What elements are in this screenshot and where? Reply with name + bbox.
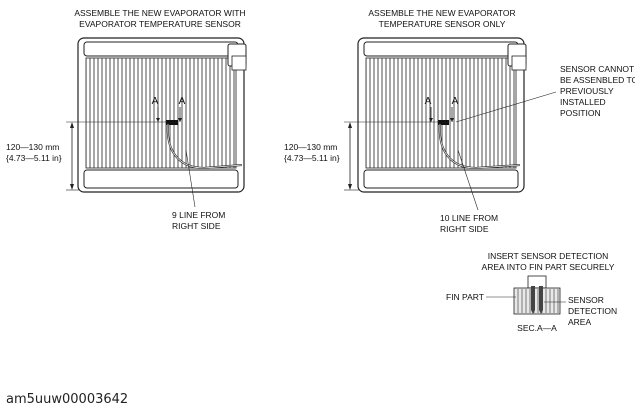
right-section-arrow-2	[450, 118, 454, 122]
detail-probe-tip-1	[531, 310, 535, 314]
right-pipe-flange	[511, 55, 527, 71]
right-warning-line5: POSITION	[560, 108, 601, 118]
figure-code: am5uuw00003642	[6, 392, 129, 407]
left-title-line2: EVAPORATOR TEMPERATURE SENSOR	[79, 19, 241, 29]
right-title-line1: ASSEMBLE THE NEW EVAPORATOR	[368, 8, 515, 18]
detail-title-line1: INSERT SENSOR DETECTION	[488, 251, 609, 261]
right-title-line2: TEMPERATURE SENSOR ONLY	[379, 19, 506, 29]
detail-fin-label: FIN PART	[446, 292, 484, 302]
left-dimension-in: {4.73—5.11 in}	[6, 153, 62, 163]
left-callout-line1: 9 LINE FROM	[172, 210, 225, 220]
right-section-mark-a1: A	[425, 96, 432, 107]
detail-sensor-line1: SENSOR	[568, 295, 604, 305]
right-warning-line3: PREVIOUSLY	[560, 86, 614, 96]
left-bottom-tank	[83, 169, 239, 189]
detail-sensor-line2: DETECTION	[568, 306, 617, 316]
left-section-arrow-1	[156, 118, 160, 122]
right-section-mark-a2: A	[452, 96, 459, 107]
evaporator-diagram: ASSEMBLE THE NEW EVAPORATOR WITH EVAPORA…	[6, 8, 635, 333]
detail-sensor-probe-2	[539, 286, 543, 310]
left-dimension-arrow-bottom	[70, 184, 74, 190]
right-dimension-mm: 120—130 mm	[284, 142, 337, 152]
left-sensor	[166, 120, 178, 125]
detail-sensor-probe-1	[531, 286, 535, 310]
left-dimension-mm: 120—130 mm	[6, 142, 59, 152]
right-dimension-arrow-top	[348, 122, 352, 128]
left-callout-line2: RIGHT SIDE	[172, 221, 221, 231]
left-section-mark-a1: A	[152, 96, 159, 107]
right-bottom-tank	[363, 169, 519, 189]
right-sensor	[438, 120, 449, 125]
right-dimension-arrow-bottom	[348, 184, 352, 190]
right-warning-line4: INSTALLED	[560, 97, 606, 107]
left-title-line1: ASSEMBLE THE NEW EVAPORATOR WITH	[74, 8, 245, 18]
detail-title-line2: AREA INTO FIN PART SECURELY	[482, 262, 615, 272]
left-pipe-flange	[231, 55, 247, 71]
left-section-arrow-2	[178, 118, 182, 122]
left-section-mark-a2: A	[179, 96, 186, 107]
right-warning-line2: BE ASSENBLED TO	[560, 75, 635, 85]
right-callout-line2: RIGHT SIDE	[440, 224, 489, 234]
left-core-fins	[85, 57, 237, 169]
section-detail: INSERT SENSOR DETECTION AREA INTO FIN PA…	[446, 251, 617, 333]
detail-probe-tip-2	[539, 310, 543, 314]
left-callout-leader	[185, 149, 196, 208]
left-sensor-wire-inner	[167, 123, 243, 169]
right-evaporator: ASSEMBLE THE NEW EVAPORATOR TEMPERATURE …	[284, 8, 635, 234]
right-section-arrow-1	[429, 118, 433, 122]
right-warning-line1: SENSOR CANNOT	[560, 64, 634, 74]
right-top-tank	[363, 41, 519, 57]
detail-section-label: SEC.A—A	[517, 323, 557, 333]
detail-sensor-housing	[527, 275, 547, 289]
right-sensor-wire-inner	[439, 123, 521, 169]
left-top-tank	[83, 41, 239, 57]
right-core-fins	[365, 57, 517, 169]
right-warning-leader	[455, 91, 557, 123]
detail-sensor-line3: AREA	[568, 317, 591, 327]
right-dimension-in: {4.73—5.11 in}	[284, 153, 340, 163]
left-evaporator: ASSEMBLE THE NEW EVAPORATOR WITH EVAPORA…	[6, 8, 247, 231]
right-callout-line1: 10 LINE FROM	[440, 213, 498, 223]
detail-fin-lines	[515, 289, 559, 313]
left-dimension-arrow-top	[70, 122, 74, 128]
right-callout-leader	[457, 149, 479, 211]
